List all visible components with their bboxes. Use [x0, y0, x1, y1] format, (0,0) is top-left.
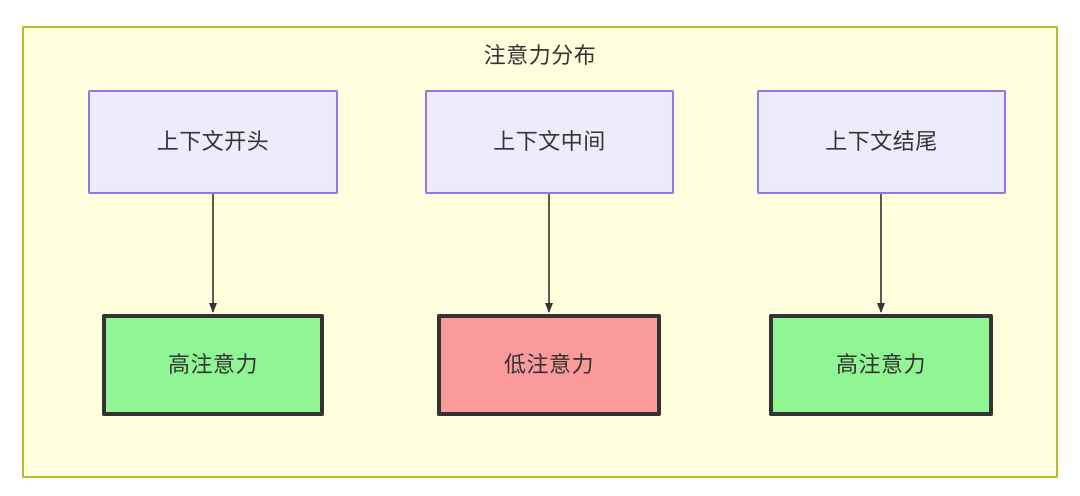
node-high-attention-start-label: 高注意力	[167, 352, 258, 377]
node-context-start-label: 上下文开头	[156, 129, 270, 154]
node-high-attention-end[interactable]: 高注意力	[769, 314, 993, 416]
subgraph-title: 注意力分布	[483, 43, 597, 68]
node-context-middle[interactable]: 上下文中间	[425, 90, 674, 194]
node-high-attention-end-label: 高注意力	[835, 352, 926, 377]
node-low-attention-middle-label: 低注意力	[503, 352, 594, 377]
node-context-end[interactable]: 上下文结尾	[757, 90, 1006, 194]
node-low-attention-middle[interactable]: 低注意力	[437, 314, 661, 416]
node-context-end-label: 上下文结尾	[825, 129, 938, 154]
node-context-start[interactable]: 上下文开头	[88, 90, 338, 194]
node-high-attention-start[interactable]: 高注意力	[102, 314, 324, 416]
node-context-middle-label: 上下文中间	[493, 129, 606, 154]
